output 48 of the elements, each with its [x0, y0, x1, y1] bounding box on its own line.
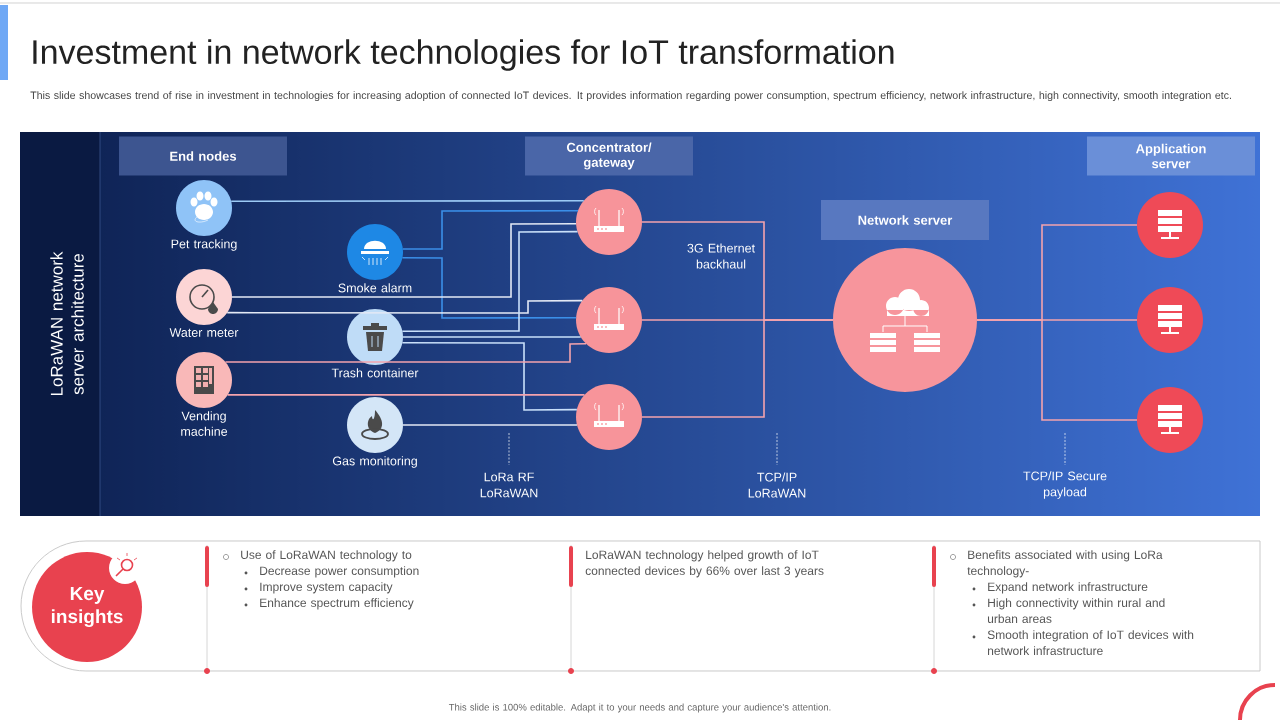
node-caption: Smoke alarm: [338, 283, 412, 293]
sensor-node: [176, 269, 232, 325]
vertical-label: LoRaWAN network server architecture: [50, 251, 84, 396]
connector-line: [976, 319, 1138, 421]
insights-badge: Key insights: [32, 552, 142, 662]
column-header: Network server: [821, 200, 989, 240]
connector-line: [402, 336, 582, 338]
node-caption: Pet tracking: [171, 239, 237, 251]
connection-label: 3G Ethernet backhaul: [687, 243, 755, 269]
column-header: End nodes: [119, 136, 287, 176]
slide-title: Investment in network technologies for IoT transformation: [33, 39, 894, 71]
insight-text: Use of LoRaWAN technology to: [241, 550, 412, 562]
column-header: Application server: [1087, 136, 1255, 176]
connector-line: [226, 394, 586, 396]
insight-item: High connectivity within rural and urban areas: [988, 598, 1165, 623]
connector-line: [402, 209, 579, 250]
column-header: Concentrator/ gateway: [525, 136, 693, 176]
node-caption: Trash container: [331, 368, 419, 378]
footer-note: This slide is 100% editable. Adapt it to your needs and capture your audience's attention.: [448, 703, 831, 713]
protocol-label: TCP/IP LoRaWAN: [748, 472, 806, 498]
connector-line: [401, 257, 577, 319]
connector-line: [230, 200, 585, 202]
connector-line: [231, 222, 577, 298]
insight-text: LoRaWAN technology helped growth of IoT connected devices by 66% over last 3 years: [585, 550, 824, 578]
gateway-node: [576, 384, 642, 450]
connector-line: [401, 230, 579, 332]
node-caption: Vending machine: [181, 411, 228, 436]
gateway-node: [576, 287, 642, 353]
connector-line: [224, 342, 587, 363]
insight-text: Benefits associated with using LoRa technology-: [967, 550, 1163, 578]
protocol-label: LoRa RF LoRaWAN: [480, 472, 538, 498]
insight-item: Enhance spectrum efficiency: [260, 598, 414, 610]
gateway-node: [576, 189, 642, 255]
node-caption: Water meter: [169, 328, 239, 337]
connector-line: [226, 299, 584, 314]
insight-item: Improve system capacity: [260, 582, 393, 594]
protocol-label: TCP/IP Secure payload: [1023, 471, 1107, 499]
insight-item: Expand network infrastructure: [988, 582, 1148, 594]
connector-line: [402, 424, 578, 426]
sensor-node: [347, 224, 403, 280]
network-server-node: [833, 248, 977, 392]
insight-item: Decrease power consumption: [260, 566, 419, 578]
connector-line: [401, 342, 578, 411]
connector-line: [641, 319, 834, 418]
node-caption: Gas monitoring: [332, 456, 417, 468]
subtitle-text: This slide showcases trend of rise in investment in technologies for increasing adoption of connected IoT devices. It provides information regarding power consumption, spectrum efficiency, network infrastructure, high connectivity, smooth integration etc.: [30, 91, 1231, 102]
sensor-node: [347, 397, 403, 453]
insight-item: Smooth integration of IoT devices with network infrastructure: [987, 630, 1194, 655]
